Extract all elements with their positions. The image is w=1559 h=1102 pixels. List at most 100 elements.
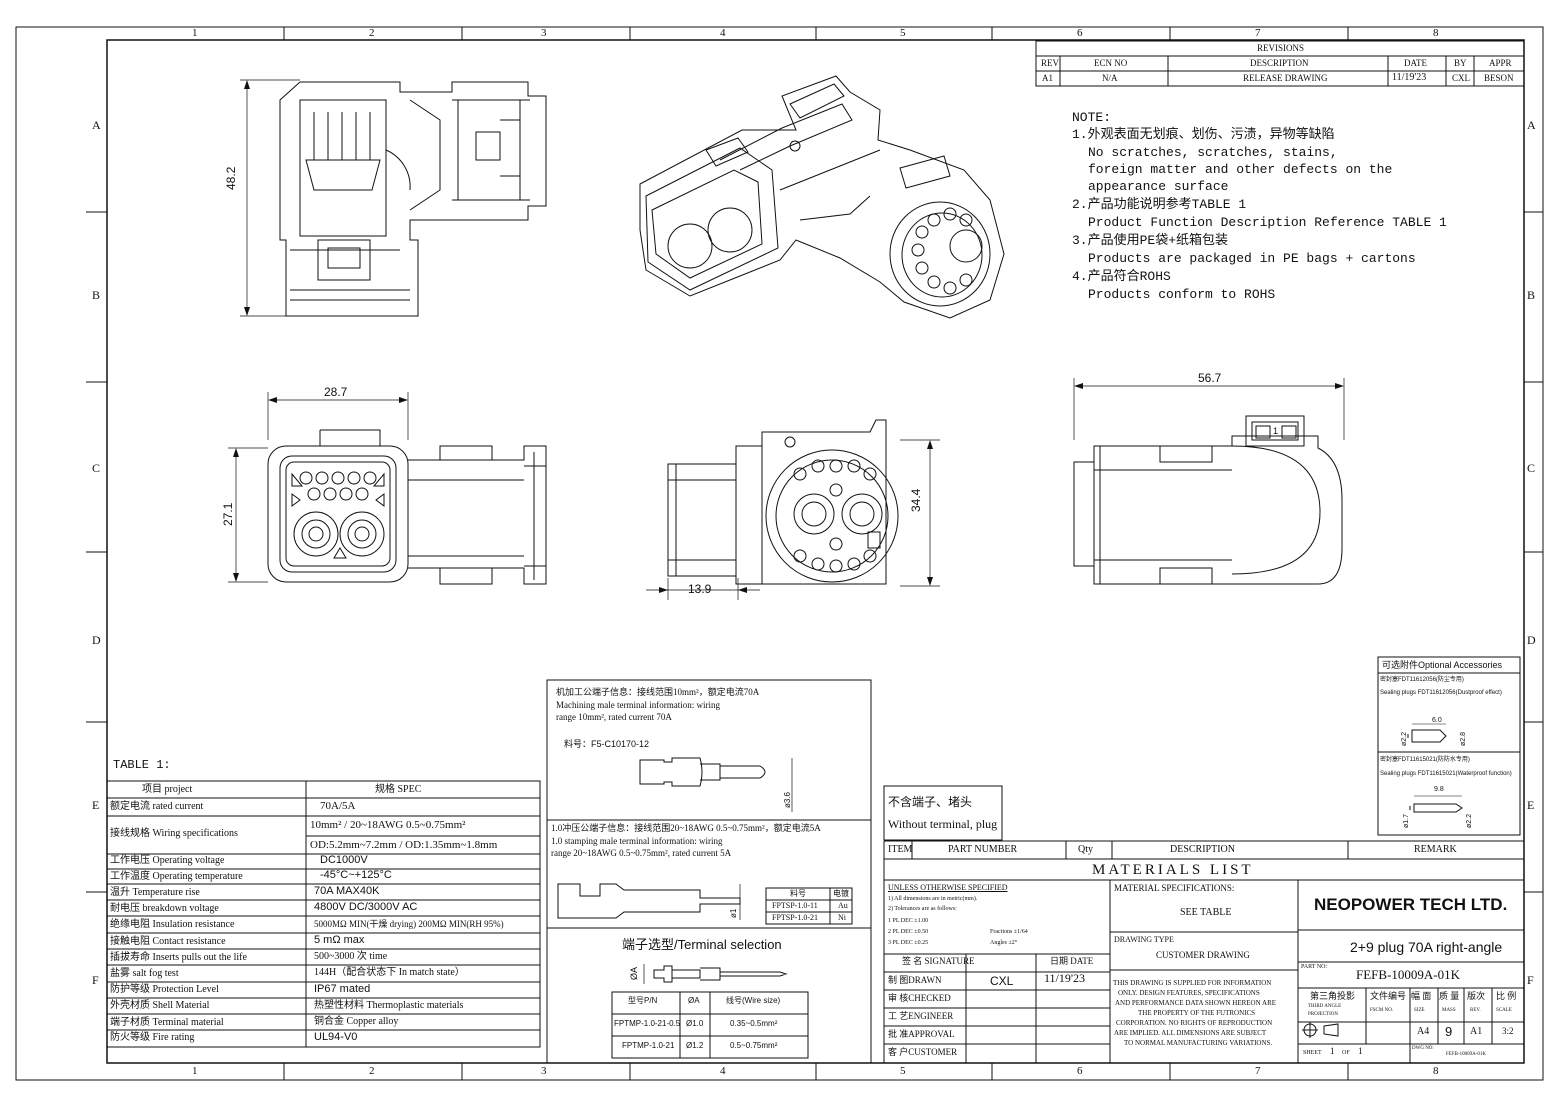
table1-spec: -45°C~+125°C: [320, 869, 392, 881]
tolerance-line: 1 PL DEC ±1.00: [888, 918, 929, 924]
size-cn: 幅 面: [1411, 991, 1432, 1001]
accessory-b-dim: ø2.2: [1466, 813, 1473, 828]
table1-project: 工作温度 Operating temperature: [110, 871, 243, 882]
note-line: 2.产品功能说明参考TABLE 1: [1072, 197, 1247, 212]
note-line: No scratches, scratches, stains,: [1088, 145, 1338, 160]
table1-project: 耐电压 breakdown voltage: [110, 903, 219, 914]
table1-project: 外壳材质 Shell Material: [110, 1000, 210, 1011]
top-view: [1073, 378, 1345, 585]
sel-header: 线号(Wire size): [726, 996, 781, 1005]
mach-part-label: 料号：F5-C10170-12: [564, 739, 650, 749]
revisions-title: REVISIONS: [1257, 43, 1305, 53]
table1-spec: UL94-V0: [314, 1031, 358, 1043]
table1-spec: 4800V DC/3000V AC: [314, 901, 418, 913]
accessory-b-en: Sealing plugs FDT11615021(Waterproof fun…: [1380, 771, 1512, 777]
materials-header: Qty: [1078, 844, 1093, 855]
size-en: SIZE: [1414, 1008, 1425, 1013]
table1-project: 工作电压 Operating voltage: [110, 855, 225, 866]
tolerance-line: 2 PL DEC ±0.50: [888, 929, 929, 935]
rev-value: BESON: [1484, 73, 1514, 83]
table1-project: 绝缘电阻 Insulation resistance: [110, 919, 235, 930]
col-label: 7: [1255, 27, 1261, 39]
col-label: 4: [720, 27, 726, 39]
size-value: A4: [1417, 1026, 1430, 1037]
col-label: 5: [900, 1065, 906, 1077]
table1-project: 防护等级 Protection Level: [110, 984, 219, 995]
title-block-grid: [883, 840, 1524, 1063]
materials-header: PART NUMBER: [948, 844, 1018, 855]
table1-spec: 70A/5A: [320, 800, 356, 812]
table1-project: 插拔寿命 Inserts pulls out the life: [110, 952, 247, 963]
table1-spec: 144H（配合状态下 In match state）: [314, 967, 465, 978]
disclaimer-line: ARE IMPLIED. ALL DIMENSIONS ARE SUBJECT: [1114, 1029, 1267, 1037]
table1-spec: 铜合金 Copper alloy: [314, 1016, 399, 1027]
sign-role: 审 核CHECKED: [888, 993, 951, 1003]
drawing-type-value: CUSTOMER DRAWING: [1156, 950, 1250, 960]
rev-header: BY: [1454, 58, 1467, 68]
sel-wire: 0.35~0.5mm²: [730, 1019, 778, 1028]
note-line: 1.外观表面无划痕、划伤、污渍，异物等缺陷: [1072, 127, 1335, 142]
materials-title: MATERIALS LIST: [1092, 862, 1254, 878]
mach-dia: ø3.6: [783, 791, 792, 808]
table1-project: 防火等级 Fire rating: [110, 1032, 195, 1043]
table1-spec: 10mm² / 20~18AWG 0.5~0.75mm²: [310, 819, 466, 831]
col-label: 3: [541, 1065, 547, 1077]
table1-spec: IP67 mated: [314, 983, 371, 995]
disclaimer-line: CORPORATION. NO RIGHTS OF REPRODUCTION: [1116, 1019, 1273, 1027]
rev-value: A1: [1470, 1026, 1483, 1037]
row-label: A: [92, 118, 101, 132]
mach-info-en: Machining male terminal information: wir…: [556, 700, 720, 710]
material-spec-label: MATERIAL SPECIFICATIONS:: [1114, 883, 1235, 893]
mach-info-en: range 10mm², rated current 70A: [556, 712, 672, 722]
plating-header: 料号: [790, 889, 806, 898]
disclaimer-line: TO NORMAL MANUFACTURING VARIATIONS.: [1124, 1039, 1273, 1047]
signature-header: 签 名 SIGNATURE: [902, 956, 975, 966]
front-view: [228, 392, 547, 585]
note-line: 4.产品符合ROHS: [1072, 269, 1171, 284]
note-line: foreign matter and other defects on the: [1088, 162, 1393, 177]
rev-value: N/A: [1102, 73, 1118, 83]
scale-value: 3:2: [1502, 1026, 1514, 1036]
rev-value: 11/19'23: [1392, 72, 1427, 83]
accessories-panel: [1377, 656, 1521, 836]
tolerance-line: 1) All dimensions are in metric(mm).: [888, 896, 978, 902]
sel-dim-label: ØA: [629, 966, 639, 980]
plating-header: 电镀: [833, 889, 849, 898]
col-label: 3: [541, 27, 547, 39]
accessory-a-dim: ø2.2: [1401, 731, 1408, 746]
stamp-dia: ø1: [729, 908, 738, 918]
sel-pn: FPTMP-1.0-21: [622, 1041, 675, 1050]
col-label: 2: [369, 27, 375, 39]
table1-grid: [106, 780, 541, 1048]
col-label: 2: [369, 1065, 375, 1077]
tolerance-line: Fractions ±1/64: [990, 929, 1028, 935]
row-label: B: [1527, 288, 1536, 302]
dim-top-width: 56.7: [1198, 371, 1222, 385]
tolerance-line: 3 PL DEC ±0.25: [888, 940, 929, 946]
sign-date: 11/19'23: [1044, 971, 1086, 985]
dim-rear-depth: 13.9: [688, 582, 712, 596]
drawing-type-label: DRAWING TYPE: [1114, 935, 1174, 944]
rev-header: APPR: [1489, 58, 1512, 68]
without-terminal-cn: 不含端子、堵头: [888, 795, 973, 809]
table1-spec: 500~3000 次 time: [314, 951, 388, 962]
row-label: E: [92, 798, 100, 812]
accessory-b-cn: 密封塞FDT11615021(防防水专用): [1380, 757, 1470, 763]
projection-cn: 第三角投影: [1310, 991, 1356, 1001]
row-label: B: [92, 288, 101, 302]
disclaimer-line: ONLY. DESIGN FEATURES, SPECIFICATIONS: [1118, 989, 1260, 997]
note-line: Products are packaged in PE bags + carto…: [1088, 251, 1416, 266]
col-label: 4: [720, 1065, 726, 1077]
row-label: E: [1527, 798, 1535, 812]
table1-title: TABLE 1:: [113, 758, 171, 772]
col-label: 6: [1077, 1065, 1083, 1077]
accessory-a-dim: 6.0: [1432, 717, 1442, 724]
fscm-en: FSCM NO.: [1370, 1008, 1394, 1013]
materials-header: DESCRIPTION: [1170, 844, 1236, 855]
rev-cn: 版次: [1467, 991, 1486, 1001]
dwg-no-value: FEFB-10009A-01K: [1446, 1052, 1487, 1057]
materials-header: REMARK: [1414, 844, 1457, 855]
mass-en: MASS: [1442, 1008, 1456, 1013]
